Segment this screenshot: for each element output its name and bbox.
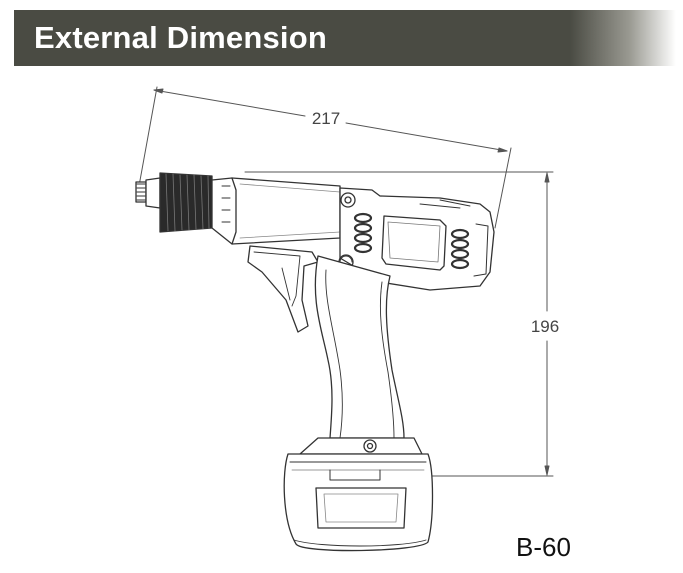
length-dimension-label: 217 (312, 109, 340, 128)
knurled-collar (159, 172, 213, 233)
section-header: External Dimension (14, 10, 676, 66)
motor-barrel (211, 177, 341, 245)
height-dimension (244, 171, 554, 477)
display-screen (381, 215, 447, 271)
height-dimension-label: 196 (531, 317, 559, 336)
battery-pack (283, 453, 434, 552)
tool-body (135, 172, 495, 552)
bit-holder (135, 177, 161, 209)
section-title: External Dimension (34, 20, 328, 55)
button-cluster-left (353, 212, 373, 254)
trigger (247, 245, 319, 333)
model-label: B-60 (516, 532, 571, 562)
button-cluster-right (450, 228, 470, 270)
length-dimension (138, 86, 512, 229)
